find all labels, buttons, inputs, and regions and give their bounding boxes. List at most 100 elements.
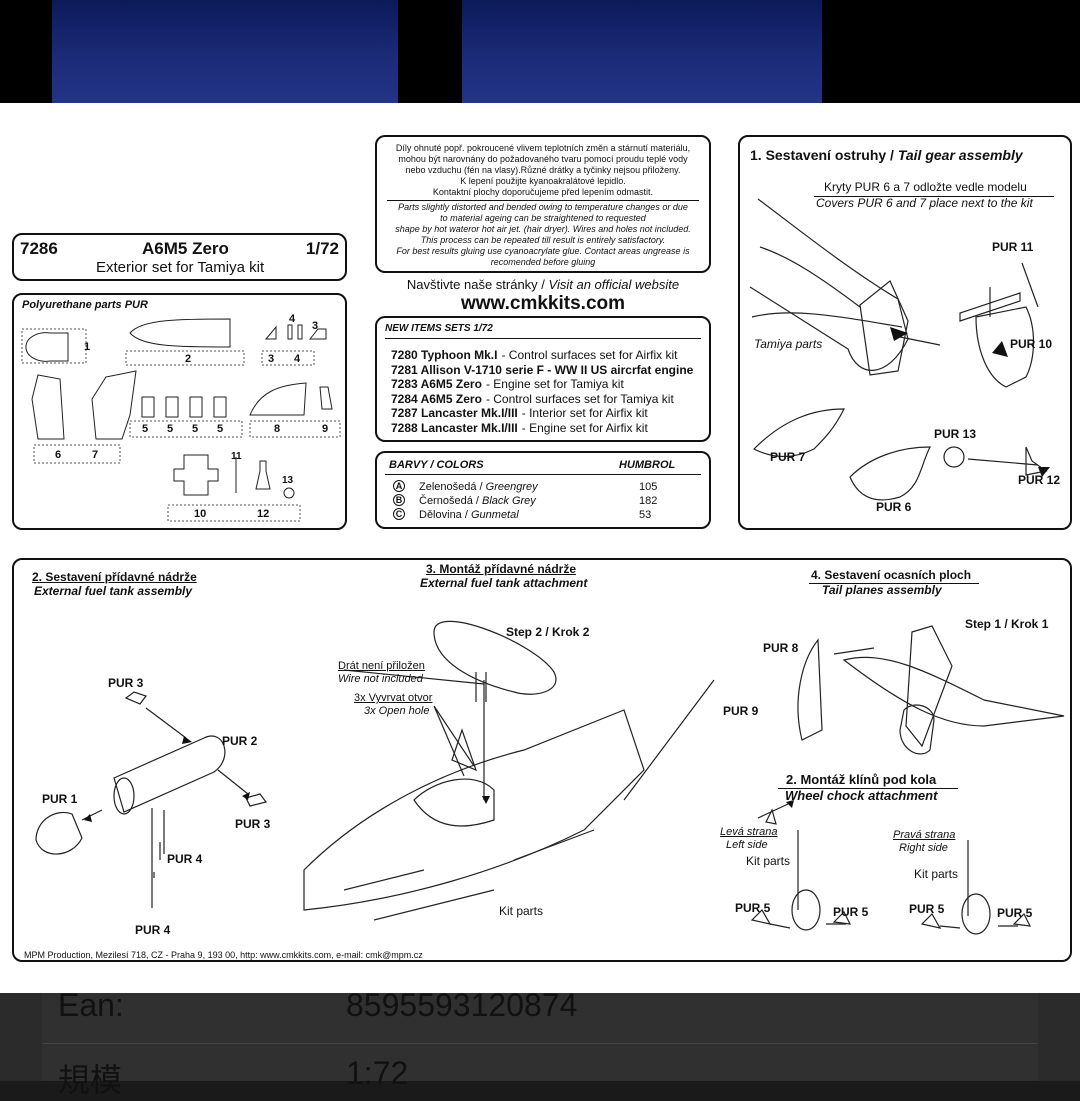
chock-left-pur5a: PUR 5 (735, 901, 771, 915)
part-label: 5 (217, 423, 224, 435)
tail-step-label: Step 1 / Krok 1 (965, 617, 1049, 631)
ean-label: Ean: (58, 987, 124, 1023)
list-item: 7284 A6M5 Zero - Control surfaces set fo… (391, 391, 674, 406)
tank-assembly-title-cz: 2. Sestavení přídavné nádrže (32, 570, 197, 584)
tail-planes-title-en: Tail planes assembly (822, 583, 942, 597)
tail-gear-note-cz: Kryty PUR 6 a 7 odložte vedle modelu (824, 180, 1027, 194)
tank-pur4a-label: PUR 4 (167, 852, 203, 866)
part-label: 4 (289, 313, 296, 325)
tank-attach-title-cz: 3. Montáž přídavné nádrže (426, 562, 577, 576)
chock-right-pur5a: PUR 5 (909, 902, 945, 916)
tank-assembly-title-en: External fuel tank assembly (34, 584, 193, 598)
scale-value: 1:72 (346, 1055, 409, 1091)
part-label: 3 (312, 320, 319, 332)
hole-cz-label: 3x Vyvrvat otvor (354, 692, 433, 704)
chock-left-cz: Levá strana (720, 826, 778, 838)
tail-gear-drawing (749, 198, 1050, 501)
part-label: 3 (268, 353, 275, 365)
pur11-label: PUR 11 (992, 240, 1034, 254)
table-row: B Černošedá / Black Grey 182 (393, 494, 693, 508)
footer-address: MPM Production, Mezilesí 718, CZ - Praha… (24, 950, 423, 960)
pur13-label: PUR 13 (934, 427, 977, 441)
list-item: 7280 Typhoon Mk.I - Control surfaces set… (391, 348, 678, 362)
part-label: 8 (274, 423, 281, 435)
tamiya-parts-label: Tamiya parts (754, 337, 823, 351)
tail-pur9-label: PUR 9 (723, 704, 759, 718)
chock-title-cz: 2. Montáž klínů pod kola (786, 772, 937, 787)
part-label: 10 (194, 508, 207, 520)
assembly-drawing (35, 620, 1065, 935)
color-key: A (393, 480, 405, 492)
product-photo-right (462, 0, 822, 103)
color-key: B (393, 494, 405, 506)
new-items-box: NEW ITEMS SETS 1/72 7280 Typhoon Mk.I - … (375, 316, 711, 442)
tail-gear-box: 1. Sestavení ostruhy / Tail gear assembl… (738, 135, 1072, 530)
hole-en-label: 3x Open hole (364, 705, 430, 717)
part-label: 12 (257, 508, 270, 520)
part-label: 2 (185, 353, 192, 365)
attach-kit-parts-label: Kit parts (499, 904, 544, 918)
set-title: A6M5 Zero (142, 239, 229, 258)
tank-pur3a-label: PUR 3 (108, 676, 144, 690)
colors-table: A Zelenošedá / Greengrey 105 B Černošedá… (393, 480, 693, 522)
header-box: 7286 A6M5 Zero 1/72 Exterior set for Tam… (12, 233, 347, 281)
chock-left-en: Left side (726, 839, 768, 851)
pur12-label: PUR 12 (1018, 473, 1061, 487)
wire-en-label: Wire not included (338, 673, 423, 685)
new-items-list: 7280 Typhoon Mk.I - Control surfaces set… (391, 348, 697, 435)
colors-brand: HUMBROL (619, 459, 676, 471)
chock-right-kit: Kit parts (914, 867, 959, 881)
table-row: A Zelenošedá / Greengrey 105 (393, 480, 693, 494)
new-items-title: NEW ITEMS SETS 1/72 (385, 323, 493, 334)
table-row: C Dělovina / Gunmetal 53 (393, 508, 693, 522)
set-code: 7286 (20, 239, 58, 258)
set-subtitle: Exterior set for Tamiya kit (96, 259, 265, 276)
part-label: 4 (294, 353, 301, 365)
tank-pur1-label: PUR 1 (42, 792, 78, 806)
set-scale: 1/72 (305, 239, 339, 258)
tank-pur3b-label: PUR 3 (235, 817, 271, 831)
part-label: 6 (55, 449, 62, 461)
notice-cz: Díly ohnuté popř. pokroucené vlivem tepl… (395, 143, 691, 197)
part-label: 5 (167, 423, 174, 435)
notice-box: Díly ohnuté popř. pokroucené vlivem tepl… (375, 135, 711, 273)
pur10-label: PUR 10 (1010, 337, 1053, 351)
list-item: 7281 Allison V-1710 serie F - WW II US a… (391, 362, 694, 377)
part-label: 11 (231, 451, 242, 462)
parts-box: Polyurethane parts PUR (12, 293, 347, 530)
parts-box-title: Polyurethane parts PUR (22, 299, 148, 311)
chock-right-en: Right side (899, 842, 948, 854)
website-line: Navštivte naše stránky / Visit an offici… (406, 277, 680, 292)
product-photo-strip (0, 0, 1080, 103)
instruction-sheet: 7286 A6M5 Zero 1/72 Exterior set for Tam… (0, 103, 1080, 993)
tank-pur4b-label: PUR 4 (135, 923, 171, 937)
chock-left-pur5b: PUR 5 (833, 905, 869, 919)
list-item: 7287 Lancaster Mk.I/III - Interior set f… (391, 406, 648, 420)
colors-title: BARVY / COLORS (389, 459, 484, 471)
product-specs: Ean: 8595593120874 規模 1:72 (0, 987, 1080, 1098)
tail-planes-title-cz: 4. Sestavení ocasních ploch (811, 568, 972, 582)
tail-pur8-label: PUR 8 (763, 641, 799, 655)
notice-en: Parts slightly distorted and bended owin… (395, 202, 691, 267)
chock-left-kit: Kit parts (746, 854, 791, 868)
ean-value: 8595593120874 (346, 987, 578, 1023)
tail-gear-title: 1. Sestavení ostruhy / Tail gear assembl… (750, 147, 1023, 163)
attach-step-label: Step 2 / Krok 2 (506, 625, 590, 639)
chock-right-cz: Pravá strana (893, 829, 956, 841)
colors-box: BARVY / COLORS HUMBROL A Zelenošedá / Gr… (375, 451, 711, 529)
part-label: 5 (142, 423, 149, 435)
tank-pur2-label: PUR 2 (222, 734, 258, 748)
tank-attach-title-en: External fuel tank attachment (420, 576, 588, 590)
chock-right-pur5b: PUR 5 (997, 906, 1033, 920)
tail-gear-note-en: Covers PUR 6 and 7 place next to the kit (816, 196, 1033, 210)
assembly-box: 2. Sestavení přídavné nádrže External fu… (12, 558, 1072, 962)
color-key: C (393, 508, 405, 520)
website-url[interactable]: www.cmkkits.com (460, 293, 626, 314)
list-item: 7283 A6M5 Zero - Engine set for Tamiya k… (391, 377, 624, 391)
part-label: 13 (282, 475, 294, 486)
part-label: 7 (92, 449, 99, 461)
product-photo-left (52, 0, 398, 103)
part-label: 1 (84, 341, 91, 353)
parts-drawing (21, 318, 341, 522)
part-label: 5 (192, 423, 199, 435)
